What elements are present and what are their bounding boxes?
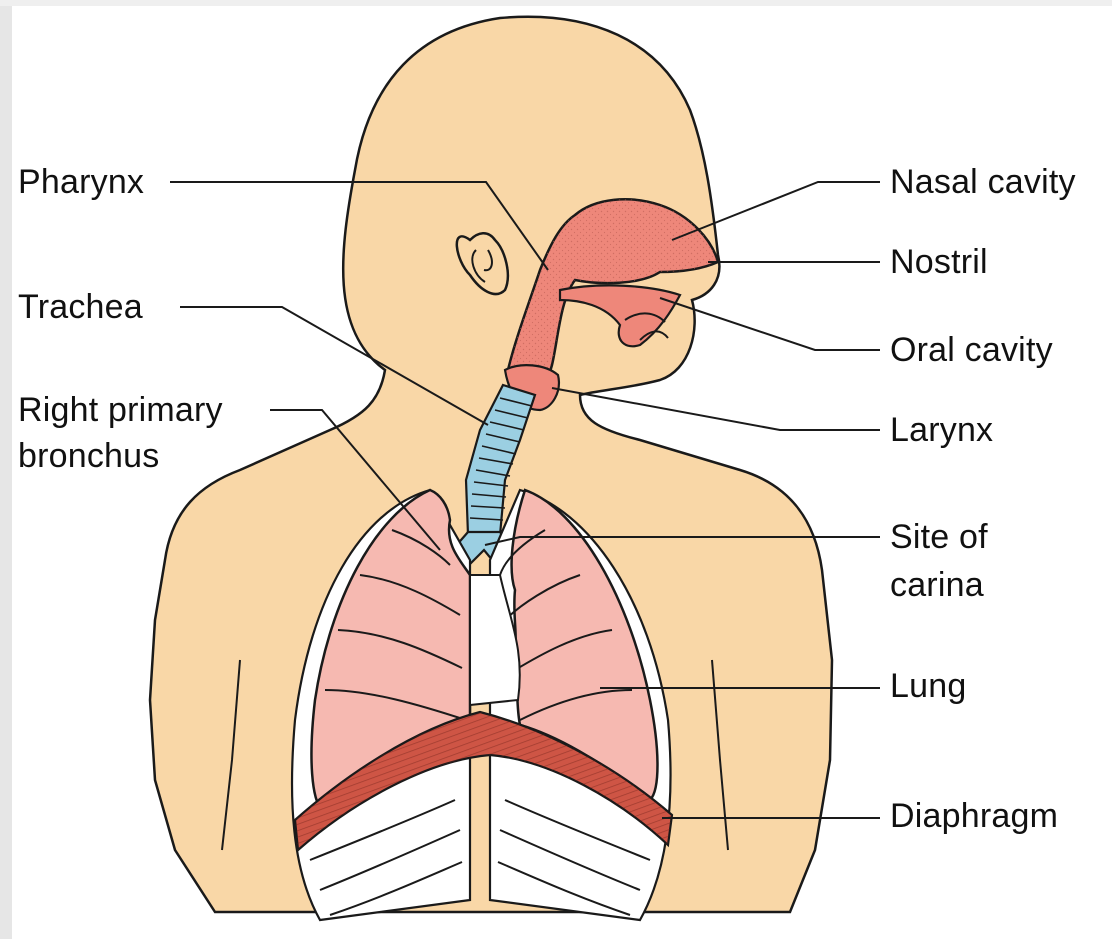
label-lung: Lung <box>890 666 966 706</box>
label-site-of-carina-line1: Site of <box>890 517 988 557</box>
leader-larynx <box>552 388 880 430</box>
label-pharynx: Pharynx <box>18 162 144 202</box>
label-diaphragm: Diaphragm <box>890 796 1058 836</box>
label-nostril: Nostril <box>890 242 988 282</box>
frame-left-edge <box>0 0 12 939</box>
label-nasal-cavity: Nasal cavity <box>890 162 1076 202</box>
label-oral-cavity: Oral cavity <box>890 330 1053 370</box>
label-right-primary-bronchus-line1: Right primary <box>18 390 223 430</box>
frame-top-edge <box>0 0 1112 6</box>
label-site-of-carina-line2: carina <box>890 565 984 605</box>
label-trachea: Trachea <box>18 287 143 327</box>
label-larynx: Larynx <box>890 410 993 450</box>
label-right-primary-bronchus-line2: bronchus <box>18 436 159 476</box>
